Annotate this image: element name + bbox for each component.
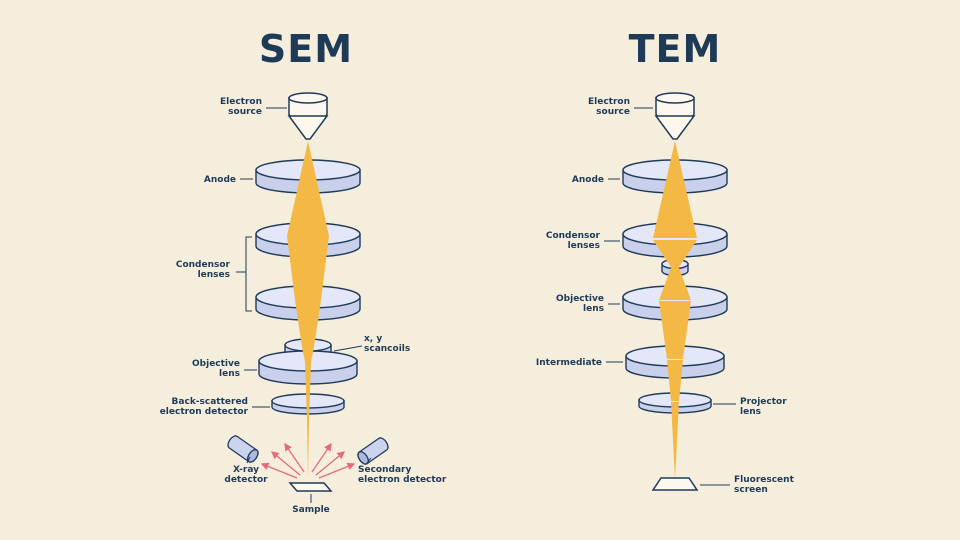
sem-condensor-lenses-label: Condensor [176, 260, 231, 270]
tem-projector-lens-label: Projector [740, 397, 787, 407]
tem-objective-lens-label: Objective [556, 294, 604, 304]
tem-electron-source [654, 92, 696, 140]
sem-anode-label: Anode [204, 175, 236, 185]
sem-condensor-lenses-label: lenses [198, 270, 230, 280]
sem-labels: Electron source Anode Condensor lenses x… [160, 97, 447, 515]
sem-scancoils-label: x, y [364, 334, 382, 344]
sem-xray-detector-label: X-ray [233, 465, 259, 475]
sem-scancoils-label: scancoils [364, 344, 410, 354]
tem-fluorescent-screen-label: screen [734, 485, 768, 495]
sem-electron-beam [287, 141, 329, 480]
tem-anode-label: Anode [572, 175, 604, 185]
tem-electron-source-label: Electron [588, 97, 630, 107]
sem-title: SEM [259, 27, 353, 71]
sem-sample-label: Sample [292, 505, 330, 515]
sem-secondary-detector-label: Secondary [358, 465, 411, 475]
sem-scatter-arrows [260, 442, 356, 479]
sem-secondary-detector-label: electron detector [358, 475, 447, 485]
sem-back-scattered-label: electron detector [160, 407, 249, 417]
sem-electron-source-label: Electron [220, 97, 262, 107]
sem-electron-source [287, 92, 329, 140]
tem-column: Electron source Anode Condensor lenses O… [536, 92, 795, 495]
sem-objective-lens-label: lens [219, 369, 240, 379]
tem-electron-source-label: source [596, 107, 630, 117]
tem-electron-beam [653, 141, 697, 479]
tem-title: TEM [629, 27, 722, 71]
tem-intermediate-label: Intermediate [536, 358, 602, 368]
tem-fluorescent-screen [651, 477, 699, 491]
sem-objective-lens-label: Objective [192, 359, 240, 369]
sem-xray-detector [227, 435, 259, 463]
sem-column: Electron source Anode Condensor lenses x… [160, 92, 447, 515]
sem-secondary-electron-detector [357, 437, 389, 465]
tem-condensor-lenses-label: lenses [568, 241, 600, 251]
sem-sample [288, 482, 333, 492]
tem-fluorescent-screen-label: Fluorescent [734, 475, 795, 485]
tem-labels: Electron source Anode Condensor lenses O… [536, 97, 795, 495]
sem-xray-detector-label: detector [224, 475, 268, 485]
sem-back-scattered-label: Back-scattered [172, 397, 248, 407]
tem-objective-lens-label: lens [583, 304, 604, 314]
tem-condensor-lenses-label: Condensor [546, 231, 601, 241]
tem-projector-lens-label: lens [740, 407, 761, 417]
sem-electron-source-label: source [228, 107, 262, 117]
